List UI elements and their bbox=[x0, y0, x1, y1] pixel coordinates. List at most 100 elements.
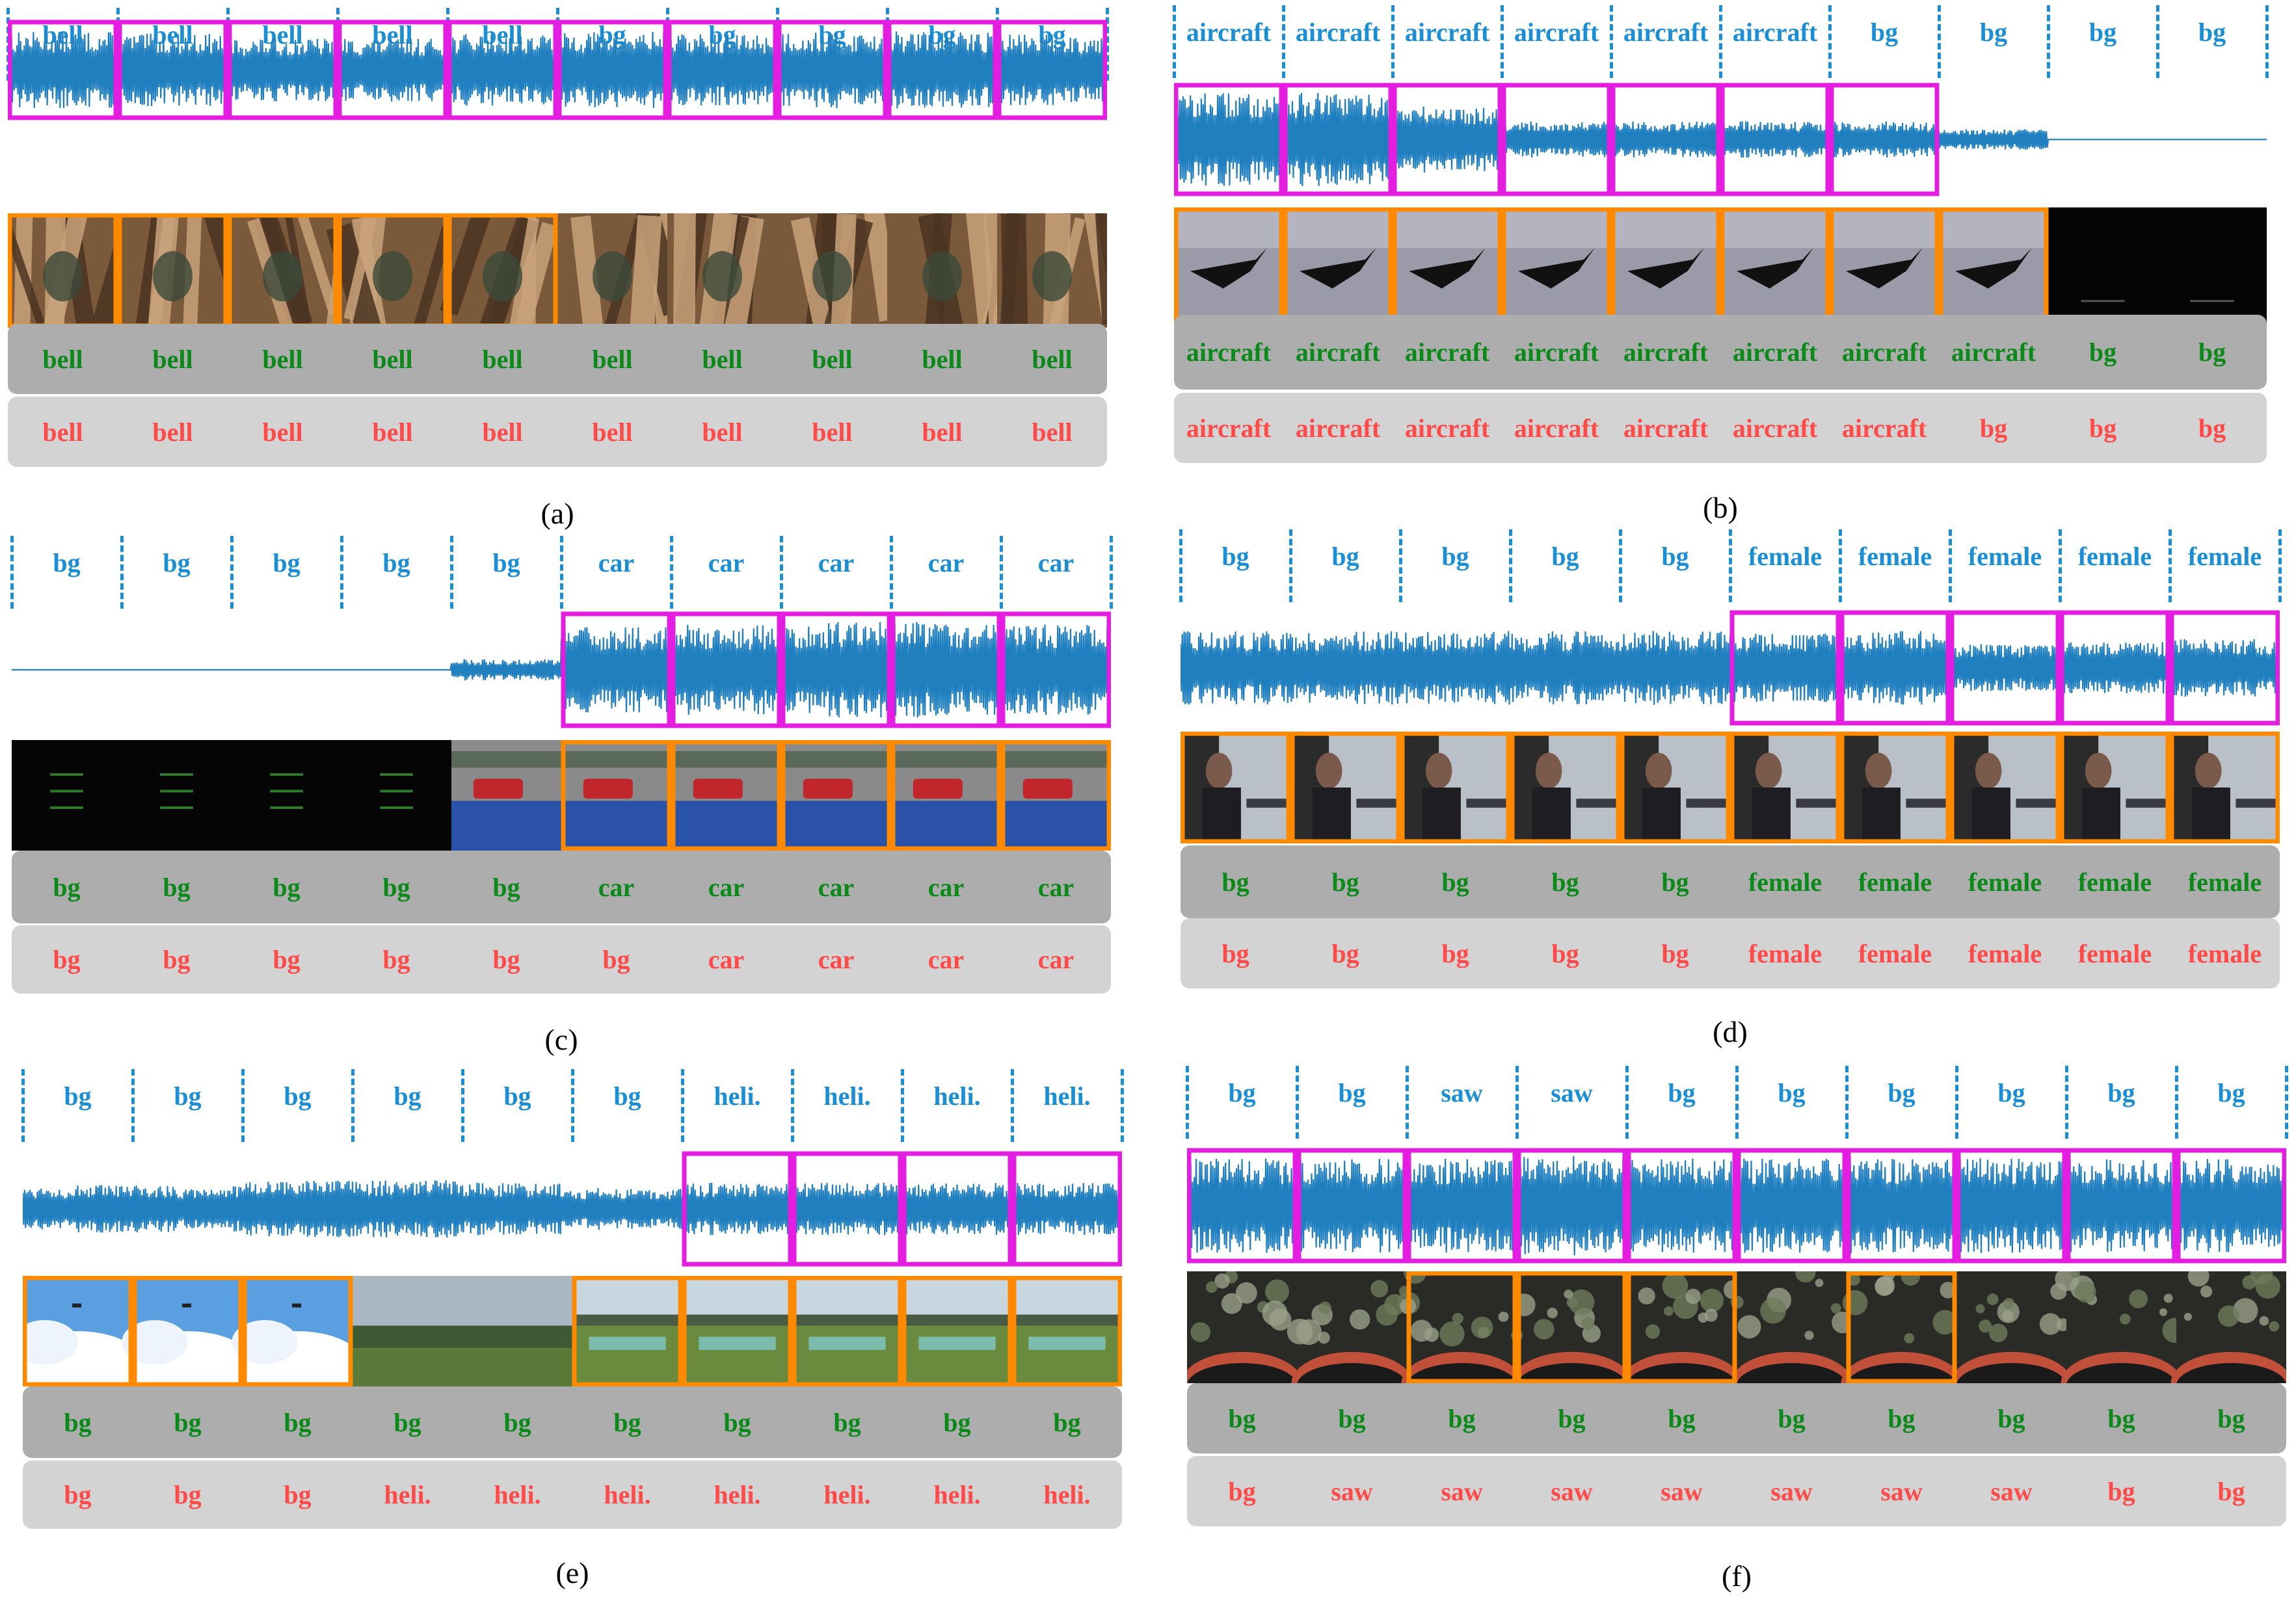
prediction-label: car bbox=[708, 872, 745, 902]
audio-highlight-box bbox=[2059, 610, 2170, 726]
prediction-label: bg bbox=[1448, 1403, 1476, 1433]
video-frames bbox=[8, 213, 1107, 328]
video-frame-thumbnail bbox=[1287, 1271, 1413, 1383]
segment-divider bbox=[1179, 529, 1182, 602]
audio-highlight-box bbox=[890, 611, 1002, 728]
segment-divider bbox=[1625, 1066, 1629, 1139]
audio-highlight-box bbox=[1956, 1148, 2067, 1264]
audio-highlight-box bbox=[447, 20, 558, 120]
segment-divider bbox=[1106, 8, 1109, 81]
video-frame-thumbnail bbox=[781, 740, 891, 851]
audio-highlight-box bbox=[8, 20, 118, 120]
prediction-label: bg bbox=[613, 1407, 641, 1437]
video-frame-thumbnail bbox=[1830, 207, 1939, 323]
segment-label: female bbox=[2187, 541, 2262, 571]
prediction-label: bg bbox=[284, 1407, 312, 1437]
audio-highlight-box bbox=[1829, 83, 1940, 196]
prediction-label: female bbox=[1968, 867, 2042, 897]
prediction-label: bg bbox=[2089, 338, 2117, 367]
segment-divider bbox=[791, 1069, 794, 1142]
prediction-label: car bbox=[598, 872, 635, 902]
segment-divider bbox=[1515, 1066, 1519, 1139]
segment-divider bbox=[21, 1069, 25, 1142]
video-frame-thumbnail bbox=[232, 1276, 364, 1386]
prediction-label: aircraft bbox=[1186, 413, 1272, 443]
video-frame-thumbnail bbox=[1012, 1276, 1122, 1386]
audio-highlight-box bbox=[781, 611, 892, 728]
audio-waveform bbox=[12, 611, 1111, 728]
prediction-label: bg bbox=[64, 1480, 92, 1509]
prediction-label: bell bbox=[922, 417, 963, 447]
segment-label: bg bbox=[1997, 1078, 2025, 1107]
video-frame-thumbnail bbox=[1841, 1271, 1962, 1383]
visual-highlight-box bbox=[890, 740, 1002, 851]
segment-label: heli. bbox=[933, 1081, 981, 1111]
prediction-label: bg bbox=[2107, 1476, 2135, 1506]
prediction-label: bg bbox=[273, 945, 300, 974]
visual-highlight-box bbox=[682, 1276, 793, 1386]
visual-highlight-box bbox=[1011, 1276, 1122, 1386]
video-frame-thumbnail bbox=[23, 1276, 144, 1386]
prediction-label: female bbox=[2077, 867, 2152, 897]
visual-highlight-box bbox=[242, 1276, 353, 1386]
segment-divider bbox=[131, 1069, 135, 1142]
prediction-label: bell bbox=[152, 417, 193, 447]
video-frame-thumbnail bbox=[1939, 207, 2048, 323]
prediction-label: bell bbox=[262, 417, 303, 447]
video-frame-thumbnail bbox=[682, 1276, 792, 1386]
prediction-label: bg bbox=[602, 945, 630, 974]
video-frame-thumbnail bbox=[341, 740, 451, 851]
audio-highlight-box bbox=[1736, 1148, 1847, 1264]
prediction-label: bell bbox=[482, 344, 523, 374]
video-frame-thumbnail bbox=[1290, 732, 1400, 843]
segment-divider bbox=[1399, 529, 1402, 602]
segment-label: bg bbox=[284, 1081, 312, 1111]
segment-divider bbox=[340, 536, 343, 609]
segment-divider bbox=[1121, 1069, 1124, 1142]
audio-highlight-box bbox=[996, 20, 1107, 120]
prediction-label: heli. bbox=[714, 1480, 761, 1509]
prediction-label: bg bbox=[174, 1407, 202, 1437]
video-frame-thumbnail bbox=[1730, 1271, 1854, 1383]
segment-label: bg bbox=[382, 548, 410, 577]
panel-caption: (a) bbox=[541, 497, 574, 530]
prediction-label: bg bbox=[833, 1407, 861, 1437]
visual-highlight-box bbox=[1839, 732, 1951, 843]
video-frame-thumbnail bbox=[572, 1276, 682, 1386]
segment-divider bbox=[230, 536, 234, 609]
segment-divider bbox=[2156, 5, 2159, 78]
prediction-label: bell bbox=[1032, 344, 1073, 374]
prediction-label: saw bbox=[1770, 1476, 1813, 1506]
prediction-label: bg bbox=[382, 945, 410, 974]
segment-divider bbox=[780, 536, 783, 609]
segment-divider bbox=[1296, 1066, 1299, 1139]
visual-highlight-box bbox=[1000, 740, 1111, 851]
segment-label: bg bbox=[492, 548, 520, 577]
prediction-label: female bbox=[2187, 867, 2262, 897]
segment-label: bg bbox=[2217, 1078, 2245, 1107]
visual-highlight-box bbox=[1729, 732, 1841, 843]
audio-highlight-box bbox=[777, 20, 888, 120]
segment-label: bg bbox=[1661, 541, 1689, 571]
visual-highlight-box bbox=[1181, 732, 1291, 843]
prediction-label: bg bbox=[1441, 938, 1469, 968]
prediction-label: bell bbox=[482, 417, 523, 447]
prediction-label: female bbox=[1858, 867, 1932, 897]
segment-divider bbox=[2265, 5, 2269, 78]
video-frames bbox=[1181, 732, 2280, 843]
segment-label: bg bbox=[2089, 17, 2117, 47]
video-frame-thumbnail bbox=[1720, 207, 1830, 323]
segment-divider bbox=[1949, 529, 1952, 602]
prediction-label: heli. bbox=[384, 1480, 431, 1509]
prediction-label: heli. bbox=[933, 1480, 981, 1509]
segment-divider bbox=[1391, 5, 1395, 78]
segment-label: bg bbox=[394, 1081, 421, 1111]
video-frame-thumbnail bbox=[1620, 732, 1730, 843]
video-frame-thumbnail bbox=[891, 740, 1001, 851]
segment-label: bg bbox=[1870, 17, 1899, 47]
segment-divider bbox=[890, 536, 893, 609]
